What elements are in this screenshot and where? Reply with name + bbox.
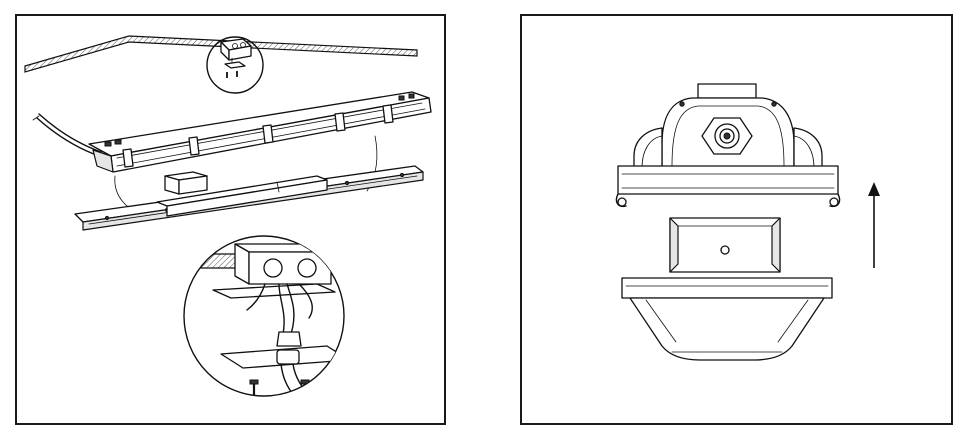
housing-cap [615,83,841,208]
junction-box-detail [183,235,345,397]
right-panel-section-view [520,14,953,425]
cable-gland [701,117,753,155]
end-section-drawing [615,83,880,361]
driver-unit [156,175,328,217]
fixture-housing [88,91,432,173]
up-arrow-icon [868,182,880,268]
base-diffuser [621,277,833,361]
exploded-installation-drawing [24,35,432,397]
housing-clips [122,104,394,168]
power-cable [32,113,102,157]
ceiling-bracket-detail [206,36,264,94]
clip-hooks [615,193,841,208]
left-panel-exploded-view [15,14,446,425]
junction-box [669,217,781,273]
terminal-box [164,171,208,195]
